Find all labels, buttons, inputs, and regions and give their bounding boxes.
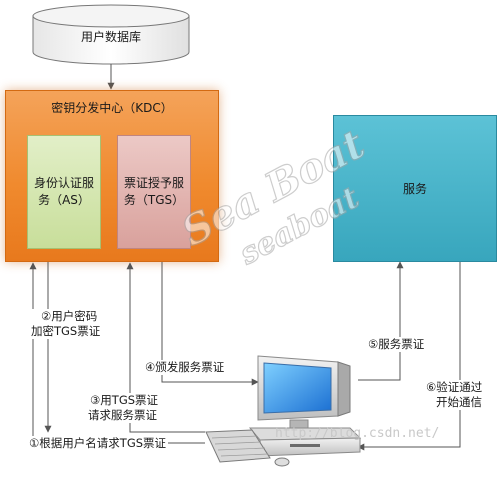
database-cylinder — [32, 4, 190, 65]
step3-label-line2: 请求服务票证 — [88, 408, 157, 422]
as-box: 身份认证服 务（AS） — [27, 135, 101, 249]
as-label-line1: 身份认证服 — [33, 176, 94, 190]
service-box: 服务 — [333, 115, 497, 262]
arrow-step4 — [161, 262, 259, 386]
database-label: 用户数据库 — [80, 29, 141, 44]
arrow-step6 — [357, 262, 461, 451]
tgs-label-line1: 票证授予服 — [123, 176, 184, 190]
tgs-label-line2: 务（TGS） — [123, 193, 185, 207]
computer-icon — [205, 355, 362, 467]
arrow-step5 — [358, 261, 404, 381]
kdc-box: 密钥分发中心（KDC） 身份认证服 务（AS） 票证授予服 务（TGS） — [5, 90, 219, 262]
step6-label: ⑥验证通过 开始通信 — [426, 380, 483, 410]
step2-label: ②用户密码 加密TGS票证 — [31, 309, 101, 339]
step3-label-line1: ③用TGS票证 — [90, 393, 159, 407]
step6-label-line1: ⑥验证通过 — [426, 380, 483, 394]
step1-label: ①根据用户名请求TGS票证 — [27, 436, 169, 451]
as-label-line2: 务（AS） — [38, 193, 90, 207]
step5-label: ⑤服务票证 — [366, 337, 427, 352]
step4-label: ④颁发服务票证 — [143, 360, 227, 375]
kdc-title: 密钥分发中心（KDC） — [51, 101, 173, 115]
service-label: 服务 — [402, 182, 427, 196]
step2-label-line2: 加密TGS票证 — [31, 324, 101, 338]
watermark-url: http://blog.csdn.net/ — [275, 426, 440, 441]
tgs-box: 票证授予服 务（TGS） — [117, 135, 191, 249]
arrow-step3 — [126, 262, 205, 433]
step2-label-line1: ②用户密码 — [41, 309, 98, 323]
step3-label: ③用TGS票证 请求服务票证 — [88, 393, 159, 423]
step6-label-line2: 开始通信 — [436, 395, 482, 409]
